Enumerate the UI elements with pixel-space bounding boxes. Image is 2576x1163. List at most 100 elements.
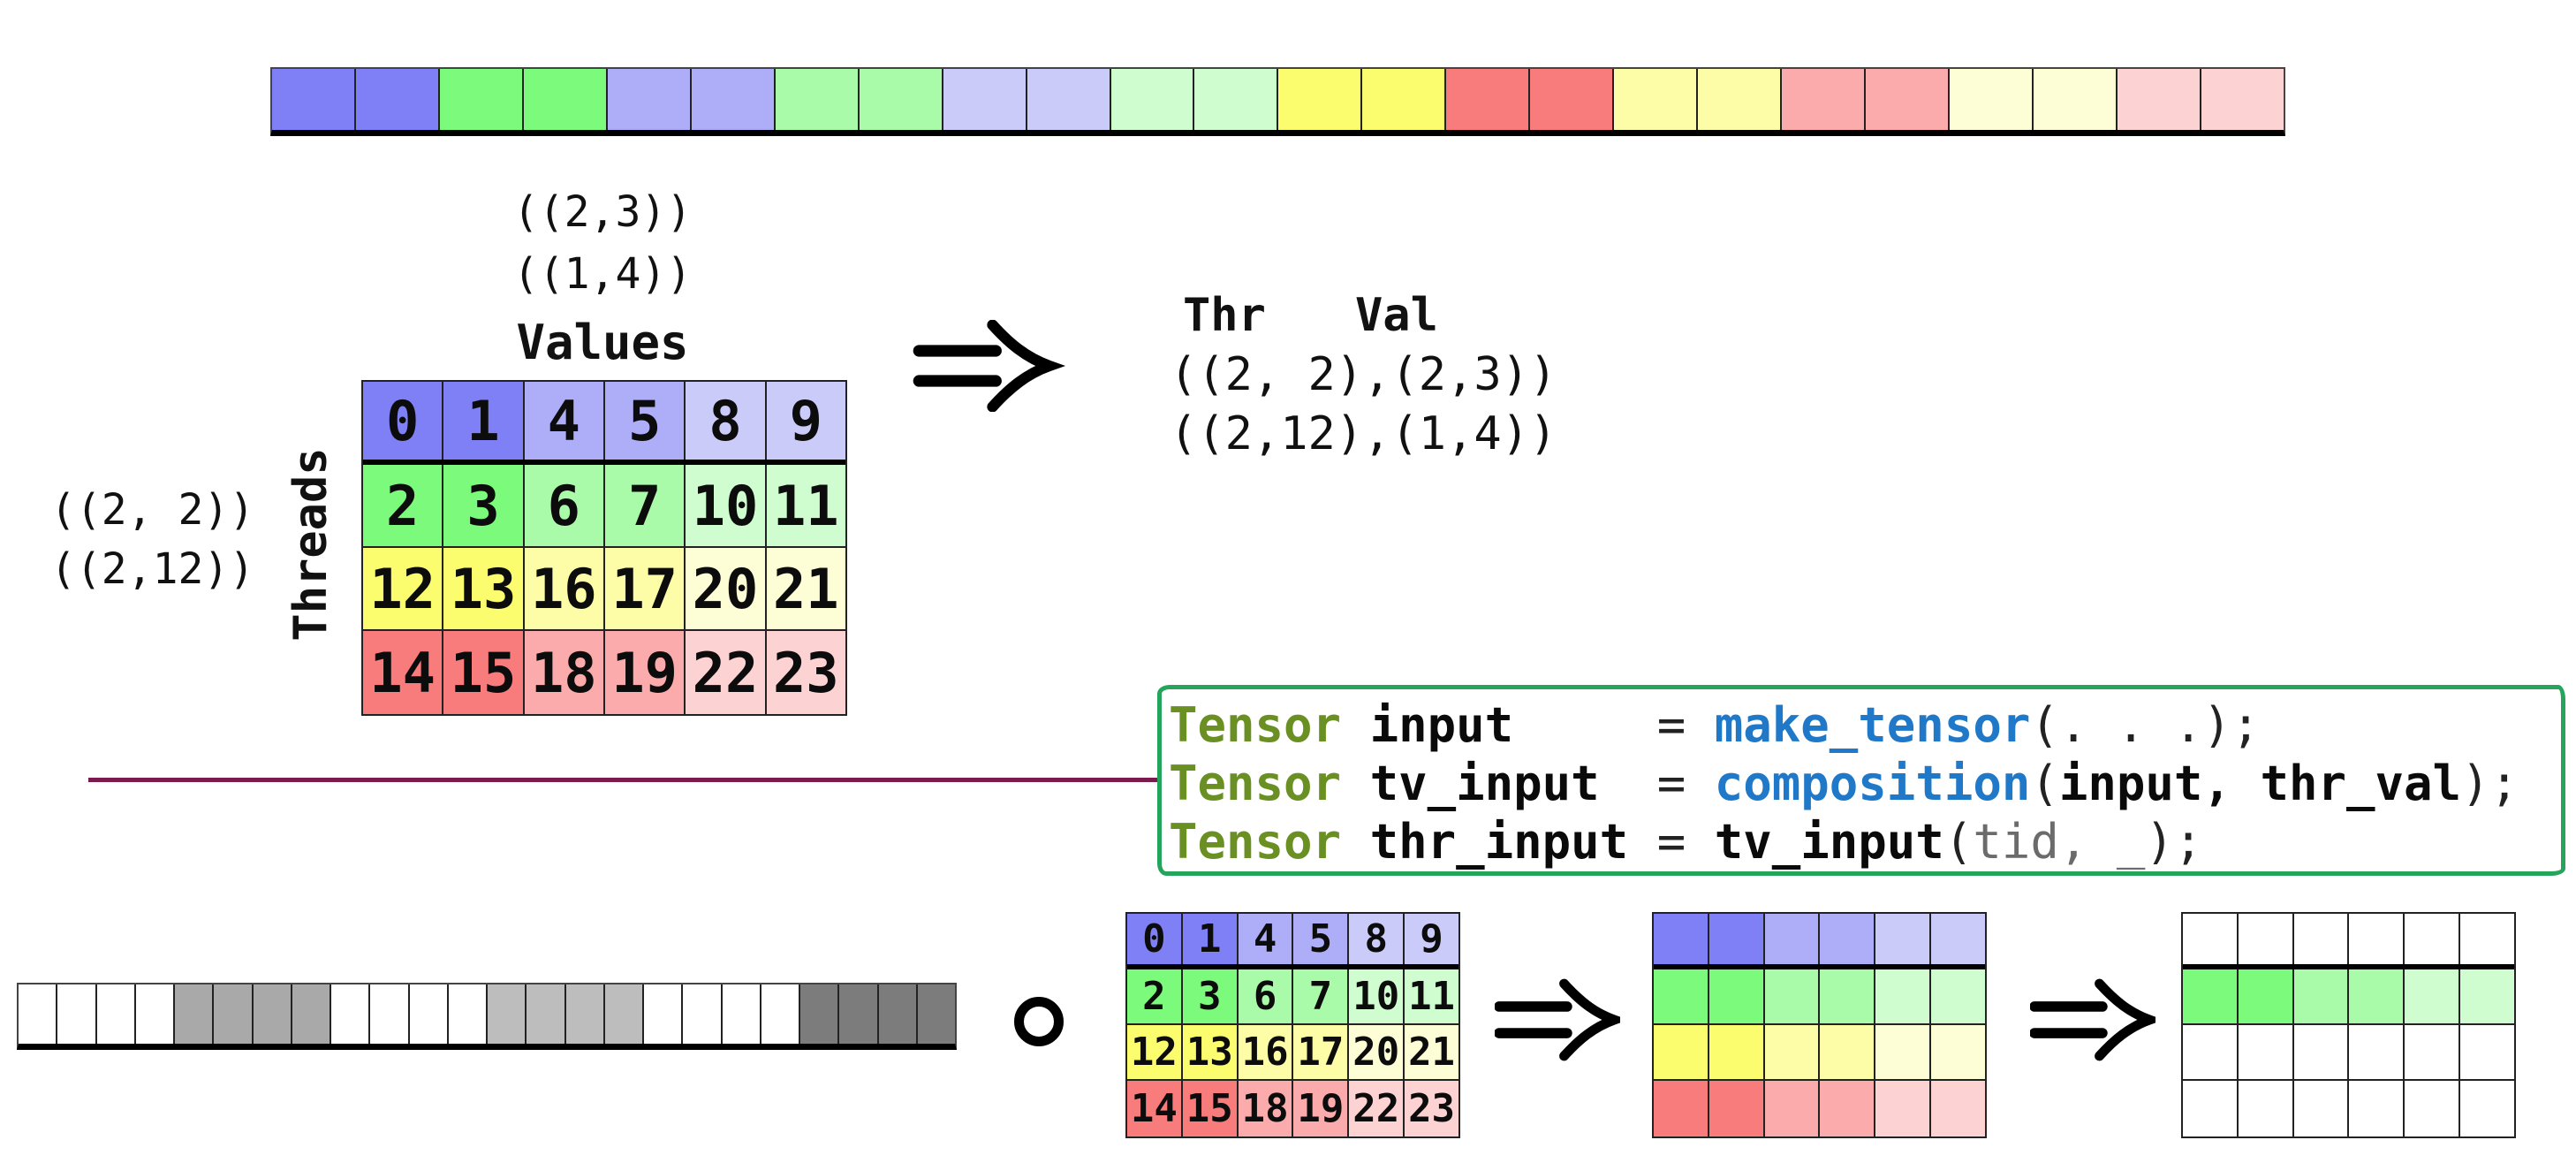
strip-cell: [253, 984, 292, 1044]
table-cell: 6: [524, 465, 605, 546]
table-cell: 7: [1293, 969, 1350, 1023]
table-cell: 21: [766, 548, 845, 629]
code-line: Tensor thr_input = tv_input(tid, _);: [1169, 813, 2561, 871]
code-token-pl: =: [1599, 756, 1715, 811]
strip-cell: [1110, 69, 1195, 130]
code-token-id: input, thr_val: [2058, 756, 2462, 811]
result-val-header: Val: [1355, 289, 1438, 342]
table-cell: [2405, 1025, 2461, 1079]
table-cell: [2349, 969, 2406, 1023]
strip-cell: [409, 984, 449, 1044]
result-tv-layout-line-2: ((2,12),(1,4)): [1170, 407, 1557, 460]
table-cell: [2238, 1025, 2294, 1079]
table-cell: 3: [443, 465, 525, 546]
table-cell: [2293, 969, 2350, 1023]
strip-cell: [800, 984, 840, 1044]
strip-cell: [1698, 69, 1783, 130]
strip-cell: [1782, 69, 1867, 130]
table-cell: 6: [1238, 969, 1294, 1023]
table-cell: [2460, 1081, 2514, 1136]
strip-cell: [488, 984, 527, 1044]
code-token-id: tv_input: [1714, 814, 1944, 870]
strip-cell: [917, 984, 955, 1044]
strip-cell: [565, 984, 605, 1044]
table-cell: 8: [1349, 914, 1405, 964]
strip-cell: [439, 69, 524, 130]
table-cell: [2238, 1081, 2294, 1136]
flat-data-strip: [270, 67, 2285, 136]
table-cell: [2349, 1025, 2406, 1079]
table-cell: [2460, 969, 2514, 1023]
strip-cell: [1614, 69, 1699, 130]
table-cell: [1708, 1081, 1765, 1136]
table-cell: [1708, 1025, 1765, 1079]
table-cell: [1931, 914, 1985, 964]
table-row: [2183, 1081, 2514, 1136]
code-token-pl: (: [2030, 756, 2059, 811]
strip-cell: [175, 984, 215, 1044]
table-row: [2183, 969, 2514, 1025]
table-cell: [1931, 1081, 1985, 1136]
strip-cell: [1866, 69, 1951, 130]
strip-cell: [2201, 69, 2284, 130]
table-cell: 23: [766, 631, 845, 714]
implies-arrow-icon: [1495, 978, 1620, 1061]
table-cell: [1764, 1081, 1821, 1136]
code-token-id: input: [1341, 697, 1514, 753]
strip-cell: [272, 69, 356, 130]
strip-cell: [19, 984, 58, 1044]
code-token-kw: Tensor: [1169, 697, 1342, 753]
memory-data-strip: [17, 983, 957, 1050]
table-cell: [1764, 1025, 1821, 1079]
table-cell: 0: [1127, 914, 1183, 964]
table-cell: 23: [1405, 1081, 1458, 1136]
strip-cell: [1278, 69, 1363, 130]
code-token-pl: =: [1513, 697, 1715, 753]
table-cell: [2183, 1081, 2239, 1136]
thread-slice-table: [2181, 912, 2516, 1138]
code-line: Tensor input = make_tensor(. . .);: [1169, 696, 2561, 755]
strip-cell: [607, 69, 692, 130]
strip-cell: [2117, 69, 2201, 130]
table-cell: [2293, 1081, 2350, 1136]
table-cell: 0: [363, 382, 444, 460]
code-token-pl: (. . .);: [2030, 697, 2261, 753]
table-cell: [1931, 969, 1985, 1023]
table-cell: [1820, 1081, 1876, 1136]
table-cell: [1764, 969, 1821, 1023]
table-cell: [1820, 914, 1876, 964]
strip-cell: [691, 69, 776, 130]
table-cell: 20: [1349, 1025, 1405, 1079]
table-cell: [2349, 1081, 2406, 1136]
strip-cell: [370, 984, 410, 1044]
code-line: Tensor tv_input = composition(input, thr…: [1169, 755, 2561, 813]
table-cell: [1708, 969, 1765, 1023]
table-cell: 12: [363, 548, 444, 629]
table-cell: 14: [363, 631, 444, 714]
table-cell: [2238, 914, 2294, 964]
implies-arrow-icon: [913, 320, 1066, 412]
table-cell: [1708, 914, 1765, 964]
strip-cell: [1950, 69, 2034, 130]
thread-shape-annotation-1: ((2, 2)): [50, 485, 255, 535]
table-cell: 17: [1293, 1025, 1350, 1079]
code-token-kw: Tensor: [1169, 756, 1342, 811]
table-cell: 19: [604, 631, 686, 714]
strip-cell: [292, 984, 331, 1044]
strip-cell: [1530, 69, 1615, 130]
code-token-pl: );: [2461, 756, 2519, 811]
table-row: [1654, 1081, 1985, 1136]
table-cell: [1654, 1081, 1709, 1136]
table-cell: 3: [1182, 969, 1239, 1023]
table-cell: 21: [1405, 1025, 1458, 1079]
table-cell: 20: [686, 548, 767, 629]
value-shape-annotation-2: ((1,4)): [512, 249, 693, 299]
strip-cell: [722, 984, 761, 1044]
table-cell: [2405, 914, 2461, 964]
code-token-pl: =: [1628, 814, 1715, 870]
